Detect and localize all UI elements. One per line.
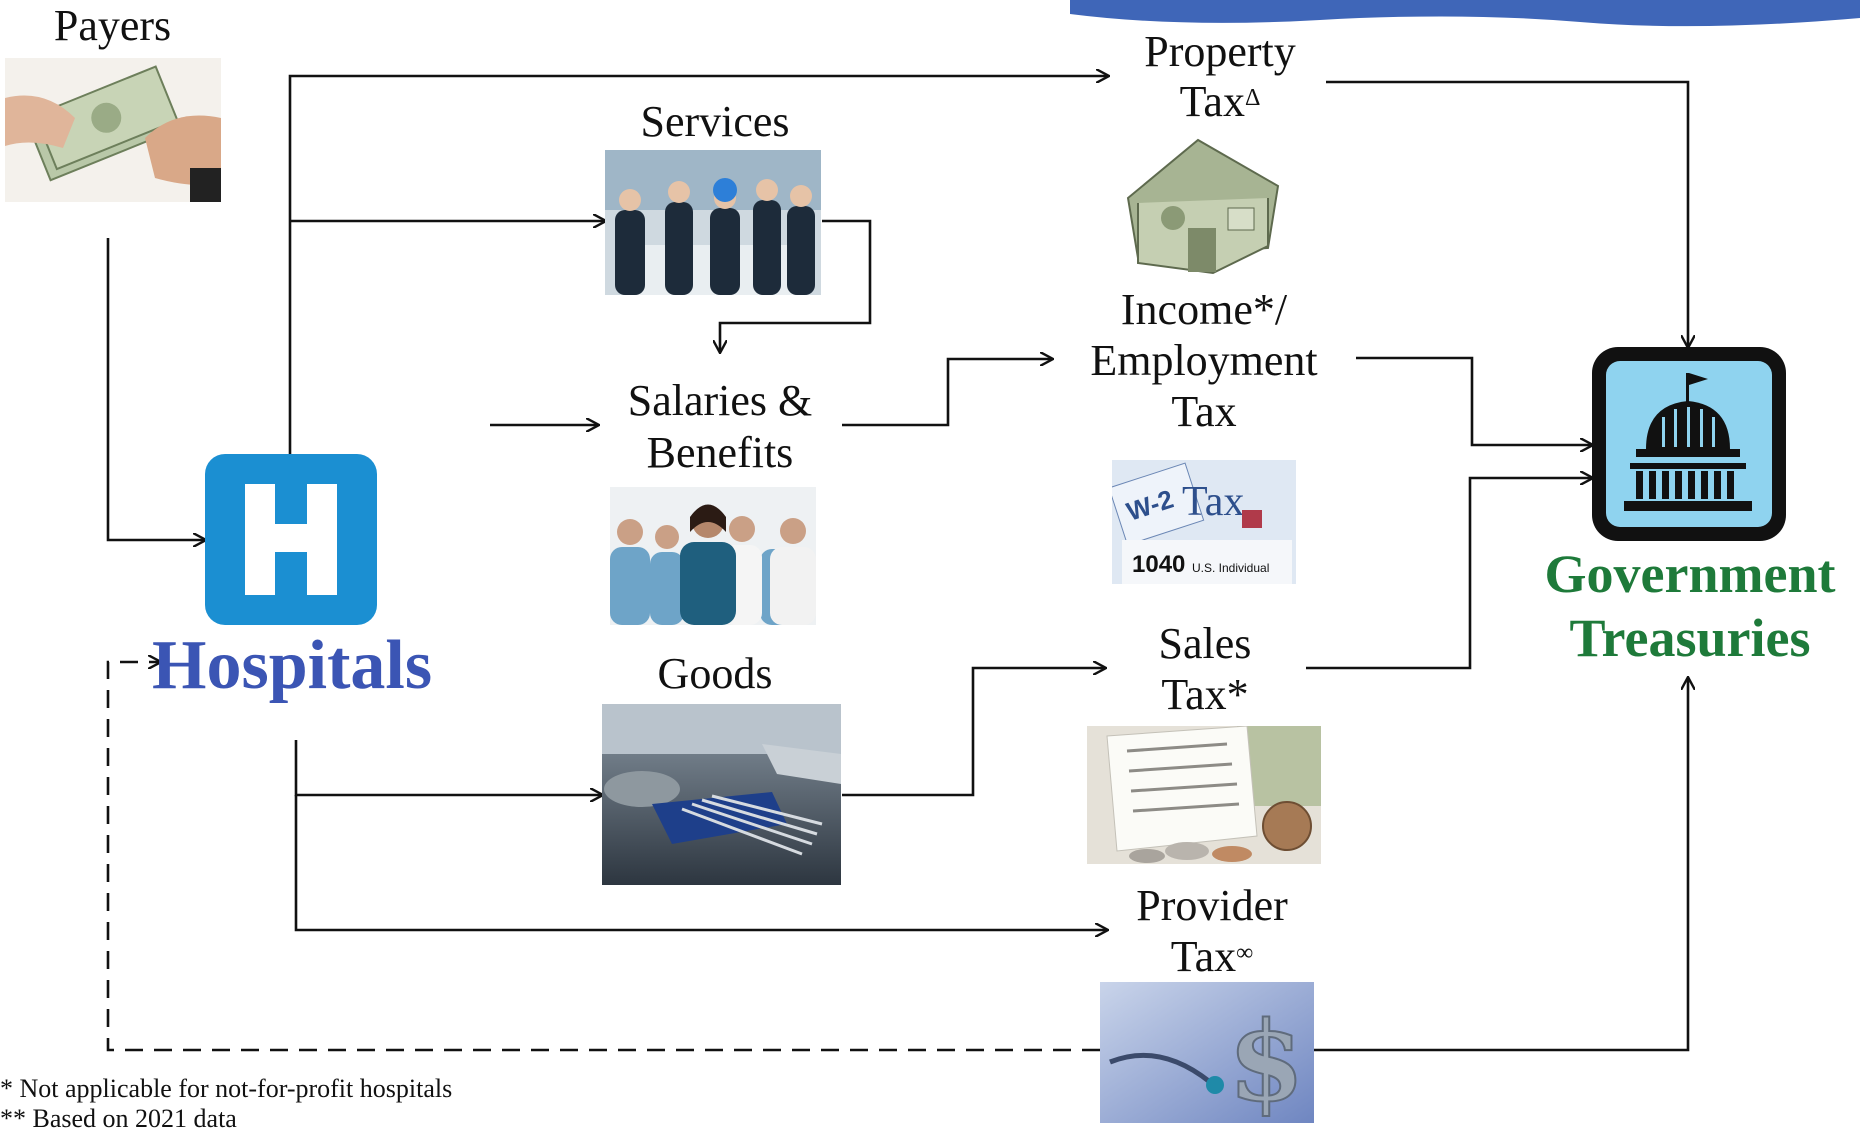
services-team-image: [605, 150, 821, 295]
sales-tax-label-line2: Tax*: [1161, 670, 1249, 719]
arrow-income-tax-to-government: [1356, 356, 1592, 445]
arrow-property-tax-to-government: [1326, 80, 1688, 347]
provider-tax-label-line1: Provider: [1136, 881, 1288, 930]
arrow-salaries-to-income-tax: [842, 359, 1052, 427]
arrow-goods-to-sales-tax: [842, 668, 1105, 797]
arrow-provider-tax-to-government: [1314, 678, 1688, 1052]
arrow-hospitals-to-property-tax: [288, 76, 1108, 455]
goods-instruments-image: [602, 704, 841, 885]
property-tax-label-line1: Property: [1144, 27, 1296, 76]
footnote-not-for-profit: * Not applicable for not-for-profit hosp…: [0, 1074, 453, 1103]
arrow-services-to-salaries: [720, 219, 872, 352]
arrow-hospitals-to-goods: [294, 740, 602, 795]
property-tax-house-image: [1118, 128, 1290, 278]
salaries-staff-image: [610, 487, 816, 625]
services-label: Services: [640, 97, 790, 146]
svg-text:U.S. Individual: U.S. Individual: [1192, 561, 1269, 575]
salaries-label-line2: Benefits: [646, 428, 794, 477]
government-label-line1: Government: [1544, 544, 1836, 604]
goods-label: Goods: [657, 649, 773, 698]
arrow-sales-tax-to-government: [1306, 478, 1592, 670]
income-tax-label-line2: Employment: [1090, 336, 1318, 385]
income-tax-label-line1: Income*/: [1120, 285, 1288, 334]
provider-tax-dollar-image: $: [1100, 982, 1314, 1123]
capitol-dome-icon: [1592, 347, 1786, 541]
provider-tax-label-line2: Tax∞: [1170, 932, 1254, 981]
svg-text:Tax: Tax: [1182, 479, 1244, 525]
government-label-line2: Treasuries: [1569, 608, 1811, 668]
arrow-hospitals-to-provider-tax: [294, 795, 1107, 930]
sales-tax-receipt-image: [1087, 726, 1321, 864]
wave-banner: [1070, 0, 1860, 27]
property-tax-label-line2: TaxΔ: [1179, 77, 1261, 126]
arrow-payers-to-hospitals: [106, 238, 205, 540]
hospital-h-icon: [205, 454, 377, 625]
footnote-data-year: ** Based on 2021 data: [0, 1104, 237, 1133]
salaries-label-line1: Salaries &: [627, 376, 813, 425]
sales-tax-label-line1: Sales: [1158, 619, 1252, 668]
hospitals-label: Hospitals: [152, 627, 433, 704]
income-tax-label-line3: Tax: [1171, 387, 1237, 436]
svg-text:1040: 1040: [1132, 551, 1185, 578]
arrow-provider-tax-dashed-return: [106, 662, 1100, 1052]
income-tax-forms-image: W-2 Tax 1040 U.S. Individual: [1112, 460, 1296, 584]
svg-text:$: $: [1228, 997, 1305, 1123]
payers-label: Payers: [53, 1, 172, 50]
payers-cash-image: [5, 58, 221, 202]
